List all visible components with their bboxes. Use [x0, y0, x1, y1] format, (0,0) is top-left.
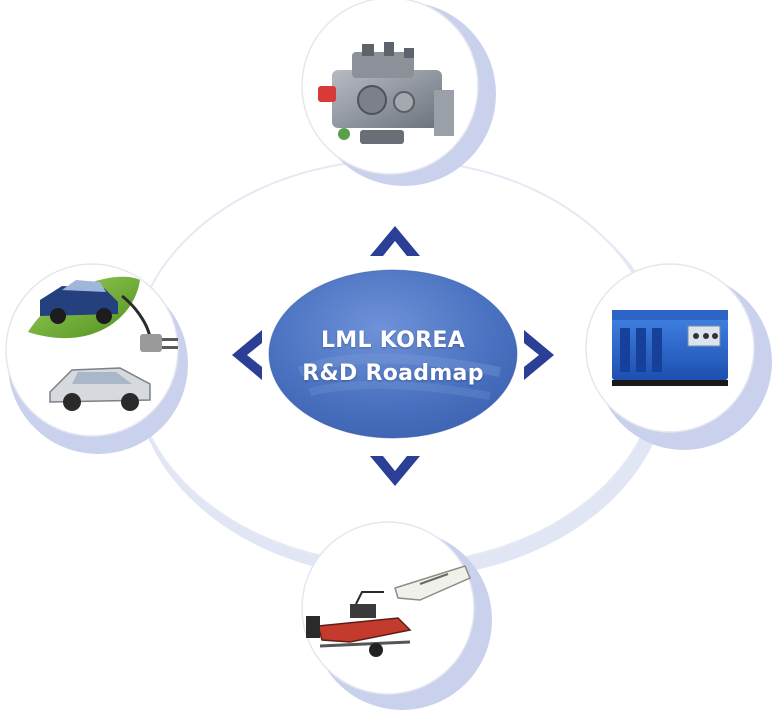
node-right[interactable]: [585, 263, 772, 450]
arrow-left-icon: [232, 330, 262, 380]
center-hub: [268, 269, 518, 439]
hub-title: LML KOREA R&D Roadmap: [282, 324, 504, 390]
node-top[interactable]: [301, 0, 496, 186]
arrow-right-icon: [524, 330, 554, 380]
hub-title-line2: R&D Roadmap: [302, 361, 484, 386]
boats-icon: [306, 565, 471, 657]
engine-pump-icon: [318, 42, 454, 144]
node-left[interactable]: [5, 263, 188, 454]
generator-icon: [612, 310, 728, 386]
arrow-down-icon: [370, 456, 420, 486]
electric-car-icon: [28, 276, 178, 411]
hub-title-line1: LML KOREA: [320, 328, 466, 353]
node-bottom[interactable]: [301, 521, 492, 710]
arrow-up-icon: [370, 226, 420, 256]
